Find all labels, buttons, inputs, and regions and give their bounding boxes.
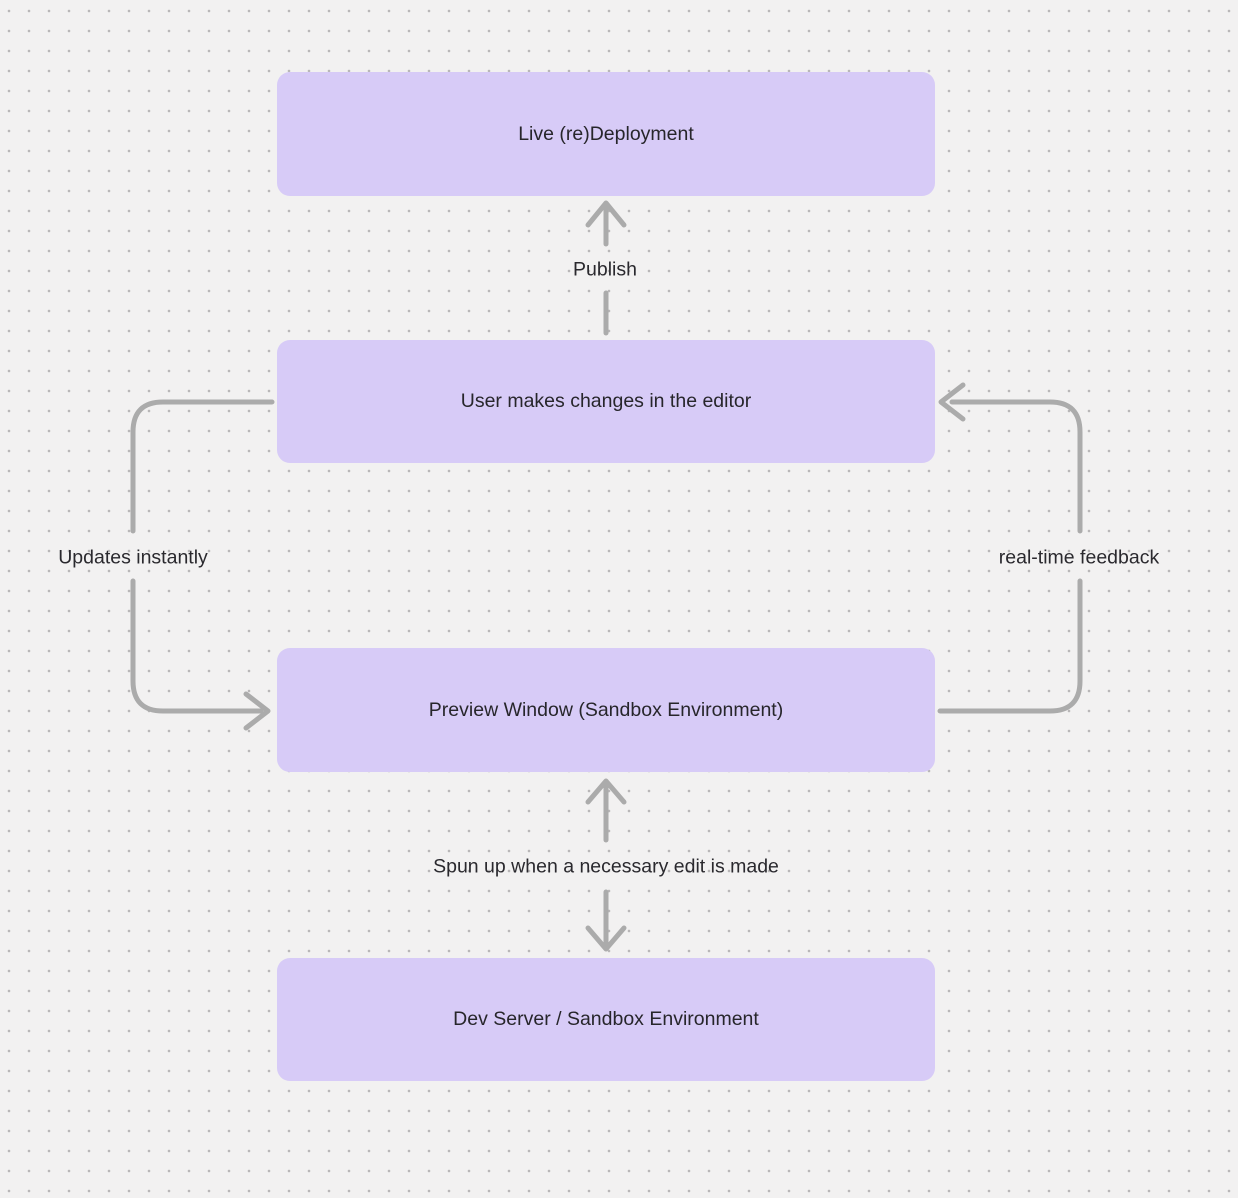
arrow-realtime-feedback[interactable] bbox=[937, 382, 1083, 714]
edge-label-updates-instantly[interactable]: Updates instantly bbox=[58, 546, 208, 569]
edge-label-realtime-feedback[interactable]: real-time feedback bbox=[998, 546, 1160, 569]
edge-label-publish[interactable]: Publish bbox=[573, 258, 637, 281]
edge-label-spun-up[interactable]: Spun up when a necessary edit is made bbox=[433, 855, 779, 878]
node-label: Preview Window (Sandbox Environment) bbox=[428, 698, 784, 721]
node-dev-server[interactable]: Dev Server / Sandbox Environment bbox=[277, 958, 935, 1081]
node-user-editor[interactable]: User makes changes in the editor bbox=[277, 340, 935, 463]
node-live-redeployment[interactable]: Live (re)Deployment bbox=[277, 72, 935, 196]
arrow-spun-up[interactable] bbox=[585, 778, 627, 952]
node-label: Dev Server / Sandbox Environment bbox=[453, 1008, 759, 1031]
arrow-publish[interactable] bbox=[585, 200, 627, 336]
arrow-updates-instantly[interactable] bbox=[130, 399, 275, 731]
node-preview-window[interactable]: Preview Window (Sandbox Environment) bbox=[277, 648, 935, 772]
node-label: Live (re)Deployment bbox=[518, 122, 694, 145]
node-label: User makes changes in the editor bbox=[460, 390, 752, 413]
